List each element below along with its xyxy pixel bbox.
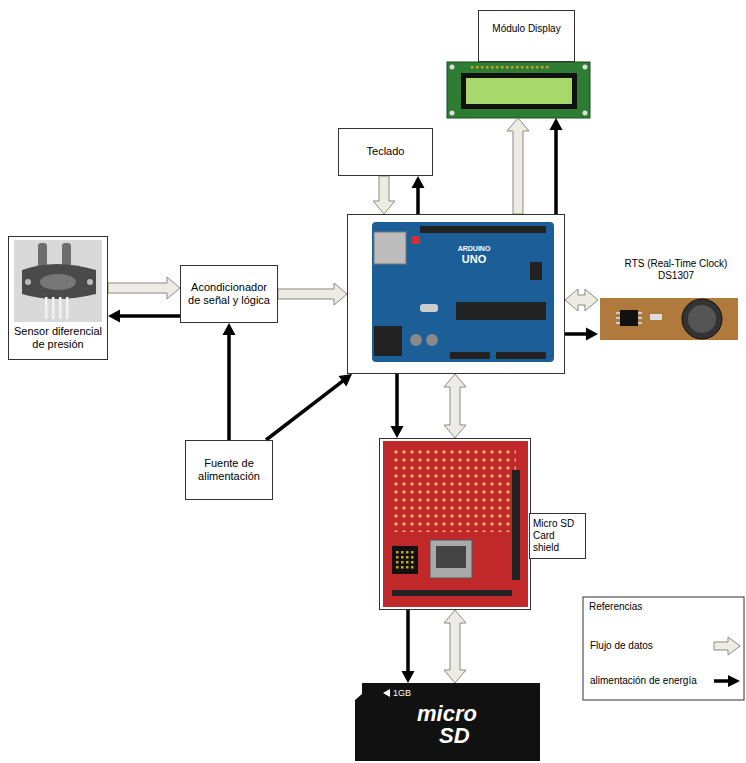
node-label: 1GB <box>393 688 540 699</box>
power-arrow <box>412 176 425 214</box>
node-label: ARDUINO <box>444 245 504 253</box>
legend-text: alimentación de energía <box>590 675 697 687</box>
node-label: Micro SD Card shield <box>529 513 586 559</box>
power-arrow <box>565 328 598 341</box>
legend-title: Referencias <box>589 601 642 613</box>
sd-shield-photo <box>383 441 528 607</box>
node-label: Módulo Display <box>478 10 575 62</box>
lcd-photo <box>447 62 590 118</box>
node-label: RTS (Real-Time Clock) DS1307 <box>624 258 728 282</box>
power-arrow <box>266 374 352 440</box>
legend-box <box>583 597 744 700</box>
display-module: Módulo Display <box>447 10 590 118</box>
node-label: micro <box>417 703 540 725</box>
sensor-box: Sensor diferencial de presión <box>8 236 108 360</box>
power-arrow <box>108 310 180 323</box>
sd-card: 1GB microSD <box>355 683 540 761</box>
power-arrow <box>223 323 236 440</box>
sensor-photo <box>14 240 102 322</box>
node-label: UNO <box>444 253 504 266</box>
node-label: SD <box>439 725 540 747</box>
power-arrow <box>391 374 404 438</box>
legend-text: Flujo de datos <box>590 640 653 652</box>
sd-card-photo <box>355 683 540 761</box>
power-supply-box: Fuente de alimentación <box>185 440 273 500</box>
data-flow-arrow <box>444 610 466 683</box>
data-flow-arrow <box>507 118 529 214</box>
rtc-module: RTS (Real-Time Clock) DS1307 <box>598 258 740 342</box>
process-box: Teclado <box>338 128 433 176</box>
data-flow-arrow <box>373 176 395 214</box>
power-arrow <box>550 118 563 214</box>
data-flow-arrow <box>108 277 180 299</box>
node-label: Fuente de alimentación <box>189 457 269 483</box>
power-arrow <box>402 610 415 683</box>
sd-shield-box: Micro SD Card shield <box>379 438 531 610</box>
arduino-box: ARDUINOUNO <box>347 214 565 374</box>
power-arrow-sample <box>714 675 740 687</box>
data-flow-arrow <box>565 289 598 311</box>
node-label: Sensor diferencial de presión <box>9 325 107 354</box>
data-flow-arrow <box>278 283 347 305</box>
arduino-photo <box>372 222 554 362</box>
node-label: Teclado <box>367 145 405 158</box>
rtc-photo <box>600 298 738 340</box>
data-arrow-sample <box>714 637 740 655</box>
node-label: Acondicionador de señal y lógica <box>184 281 274 307</box>
data-flow-arrow <box>444 374 466 438</box>
process-box: Acondicionador de señal y lógica <box>180 265 278 323</box>
